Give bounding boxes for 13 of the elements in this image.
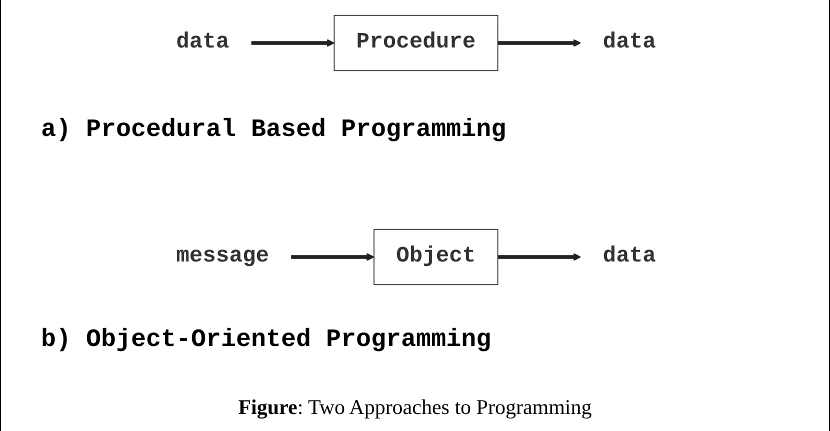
text-label: data [176, 30, 230, 55]
arrow [498, 252, 582, 262]
process-box: Object [374, 228, 498, 286]
text-label: data [602, 30, 656, 55]
diagram-label: b) Object-Oriented Programming [41, 325, 492, 354]
text-label: data [602, 244, 656, 269]
figure-caption: Figure: Two Approaches to Programming [237, 395, 593, 420]
process-box: Procedure [334, 14, 498, 72]
diagram-label: a) Procedural Based Programming [41, 115, 506, 144]
arrow [291, 252, 374, 262]
arrow [251, 38, 335, 48]
text-label: message [176, 244, 269, 269]
arrow [498, 38, 582, 48]
